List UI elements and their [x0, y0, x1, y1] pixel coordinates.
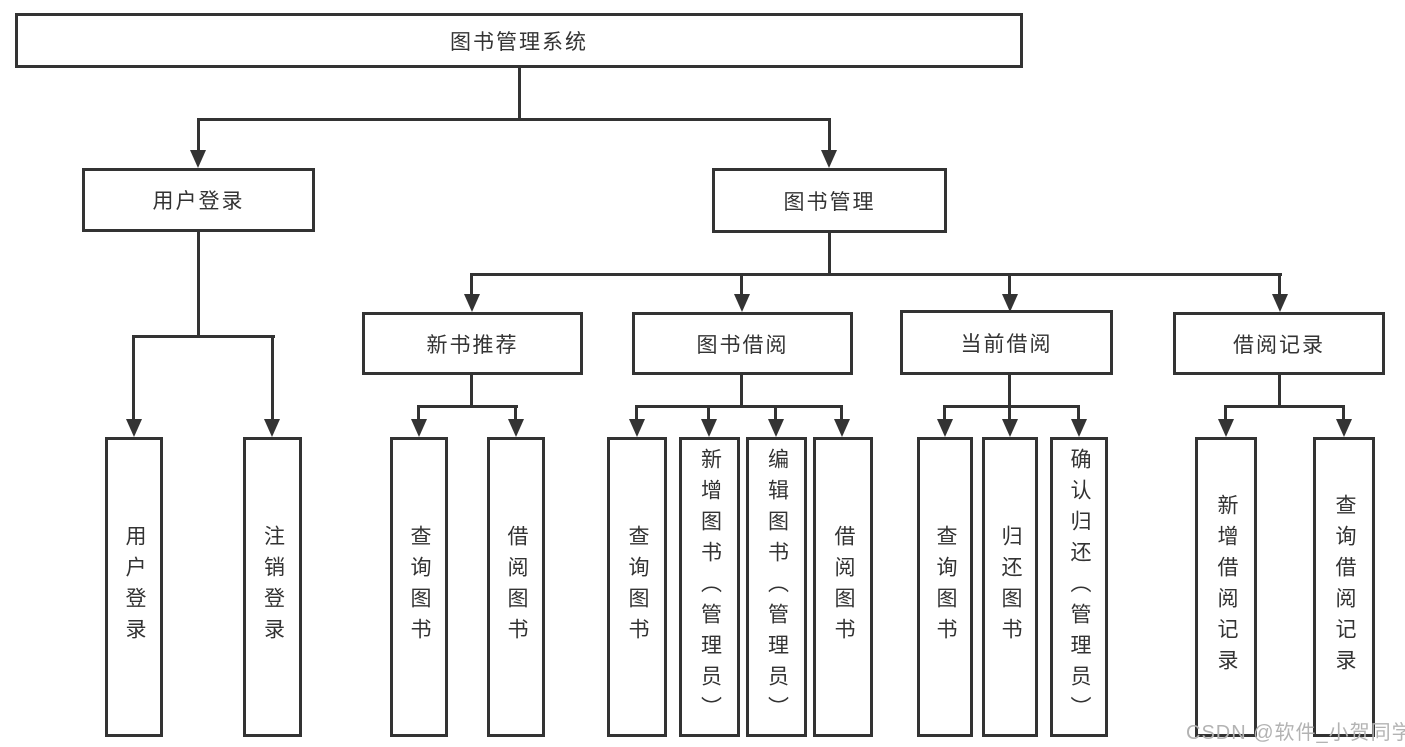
csdn-watermark: CSDN @软件_小贺同学: [1186, 722, 1405, 744]
arrow-down-icon: [411, 419, 427, 437]
leaf-label: 查询图书: [408, 525, 431, 649]
leaf-query-books-2: 查询图书: [607, 437, 667, 737]
arrow-down-icon: [629, 419, 645, 437]
leaf-query-books-3: 查询图书: [917, 437, 973, 737]
node-current-borrowing: 当前借阅: [900, 310, 1113, 375]
connector-stub: [1342, 405, 1345, 421]
connector-stub: [514, 405, 517, 421]
connector-stub: [840, 405, 843, 421]
connector-stub-leaf-user-login: [132, 335, 135, 421]
arrow-down-icon: [701, 419, 717, 437]
connector-book-borrow-bar: [635, 405, 843, 408]
connector-stub-book-borrow: [740, 273, 743, 296]
leaf-label: 借阅图书: [832, 525, 855, 649]
connector-stub-book-management: [828, 118, 831, 152]
connector-stub: [1224, 405, 1227, 421]
leaf-borrow-books-1: 借阅图书: [487, 437, 545, 737]
connector-stub-user-login: [197, 118, 200, 152]
connector-stub: [417, 405, 420, 421]
connector-stub: [635, 405, 638, 421]
leaf-label: 新增图书（管理员）: [698, 447, 722, 727]
arrow-down-icon: [821, 150, 837, 168]
connector-stub: [1008, 405, 1011, 421]
arrow-down-icon: [1002, 294, 1018, 312]
arrow-down-icon: [734, 294, 750, 312]
arrow-down-icon: [264, 419, 280, 437]
node-library-management-system: 图书管理系统: [15, 13, 1023, 68]
connector-stub: [774, 405, 777, 421]
connector-new-book-bar: [417, 405, 518, 408]
connector-borrow-records-bar: [1224, 405, 1344, 408]
connector-stub: [943, 405, 946, 421]
arrow-down-icon: [1336, 419, 1352, 437]
node-user-login: 用户登录: [82, 168, 315, 232]
connector-level3-bar: [470, 273, 1282, 276]
node-borrowing-records: 借阅记录: [1173, 312, 1385, 375]
leaf-label: 归还图书: [999, 525, 1022, 649]
connector-new-book-trunk: [470, 375, 473, 405]
arrow-down-icon: [1002, 419, 1018, 437]
leaf-label: 查询图书: [626, 525, 649, 649]
arrow-down-icon: [508, 419, 524, 437]
leaf-add-book-admin: 新增图书（管理员）: [679, 437, 740, 737]
arrow-down-icon: [1218, 419, 1234, 437]
connector-root-trunk: [518, 68, 521, 118]
connector-stub-current-borrow: [1008, 273, 1011, 296]
arrow-down-icon: [190, 150, 206, 168]
leaf-add-borrow-record: 新增借阅记录: [1195, 437, 1257, 737]
node-book-borrowing: 图书借阅: [632, 312, 853, 375]
node-new-book-recommendation: 新书推荐: [362, 312, 583, 375]
node-book-management: 图书管理: [712, 168, 947, 233]
connector-stub-borrow-records: [1278, 273, 1281, 296]
connector-borrow-records-trunk: [1278, 375, 1281, 405]
leaf-logout: 注销登录: [243, 437, 302, 737]
leaf-label: 借阅图书: [505, 525, 528, 649]
leaf-query-books-1: 查询图书: [390, 437, 448, 737]
connector-level2-bar: [197, 118, 831, 121]
leaf-label: 确认归还（管理员）: [1068, 447, 1091, 727]
arrow-down-icon: [768, 419, 784, 437]
connector-current-borrow-trunk: [1008, 375, 1011, 405]
arrow-down-icon: [937, 419, 953, 437]
connector-current-borrow-bar: [943, 405, 1080, 408]
connector-stub-new-book: [470, 273, 473, 296]
arrow-down-icon: [126, 419, 142, 437]
connector-stub-leaf-logout: [271, 335, 274, 421]
arrow-down-icon: [1272, 294, 1288, 312]
connector-stub: [707, 405, 710, 421]
arrow-down-icon: [834, 419, 850, 437]
leaf-query-borrow-record: 查询借阅记录: [1313, 437, 1375, 737]
leaf-label: 查询图书: [934, 525, 957, 649]
leaf-label: 编辑图书（管理员）: [765, 447, 789, 727]
connector-stub: [1077, 405, 1080, 421]
leaf-borrow-books-2: 借阅图书: [813, 437, 873, 737]
leaf-label: 查询借阅记录: [1333, 494, 1356, 680]
connector-user-login-bar: [132, 335, 275, 338]
leaf-return-books: 归还图书: [982, 437, 1038, 737]
arrow-down-icon: [1071, 419, 1087, 437]
arrow-down-icon: [464, 294, 480, 312]
connector-book-borrow-trunk: [740, 375, 743, 405]
connector-book-management-trunk: [828, 233, 831, 273]
leaf-label: 注销登录: [261, 525, 285, 649]
leaf-label: 用户登录: [123, 525, 146, 649]
leaf-user-login: 用户登录: [105, 437, 163, 737]
connector-user-login-trunk: [197, 232, 200, 335]
leaf-label: 新增借阅记录: [1215, 494, 1238, 680]
leaf-confirm-return-admin: 确认归还（管理员）: [1050, 437, 1108, 737]
leaf-edit-book-admin: 编辑图书（管理员）: [746, 437, 807, 737]
